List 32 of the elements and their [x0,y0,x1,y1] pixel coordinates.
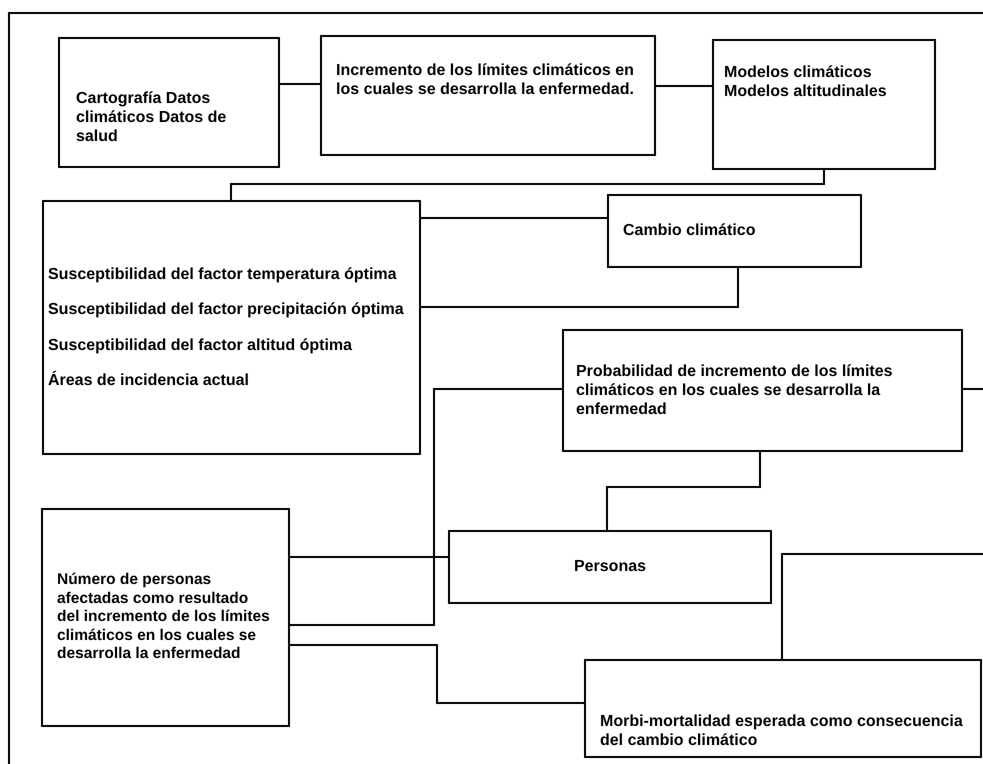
text-box [448,530,772,604]
connector-line [781,553,983,659]
box-text: Probabilidad de incremento de los límites climáticos en los cuales se desarrolla la enfermedad [576,362,894,420]
connector-line [290,556,448,558]
box-text: Personas [574,557,646,577]
box-text: Cartografía Datos climáticos Datos de salud [76,88,228,146]
text-box [41,508,290,727]
connector-line [280,83,320,85]
box-text: Incremento de los límites climáticos en los cuales se desarrolla la enfermedad. [336,61,635,100]
connector-line [606,452,761,530]
connector-line [963,388,983,390]
connector-line [230,170,825,200]
box-text: Áreas de incidencia actual [48,370,249,390]
text-box [607,194,862,268]
text-box [584,659,982,758]
box-text: Susceptibilidad del factor altitud óptima [48,336,352,355]
box-text: Cambio climático [623,221,756,241]
box-text: Susceptibilidad del factor precipitación óptima [48,300,404,320]
box-text: Morbi-mortalidad esperada como consecuencia del cambio climático [600,712,964,750]
connector-line [656,85,712,87]
connector-line [421,268,739,308]
text-box [320,35,656,156]
text-box [562,329,963,452]
text-box [58,37,280,168]
box-text: Número de personas afectadas como resultado del incremento de los límites climáticos en los cuales se desarrolla la enfermedad [57,571,271,664]
text-box [42,200,421,455]
box-text: Modelos climáticos Modelos altitudinales [724,63,888,102]
connector-line [290,388,562,626]
connector-line [421,217,607,219]
text-box [712,39,936,170]
connector-line [290,644,584,704]
box-text: Susceptibilidad del factor temperatura óptima [48,265,397,284]
